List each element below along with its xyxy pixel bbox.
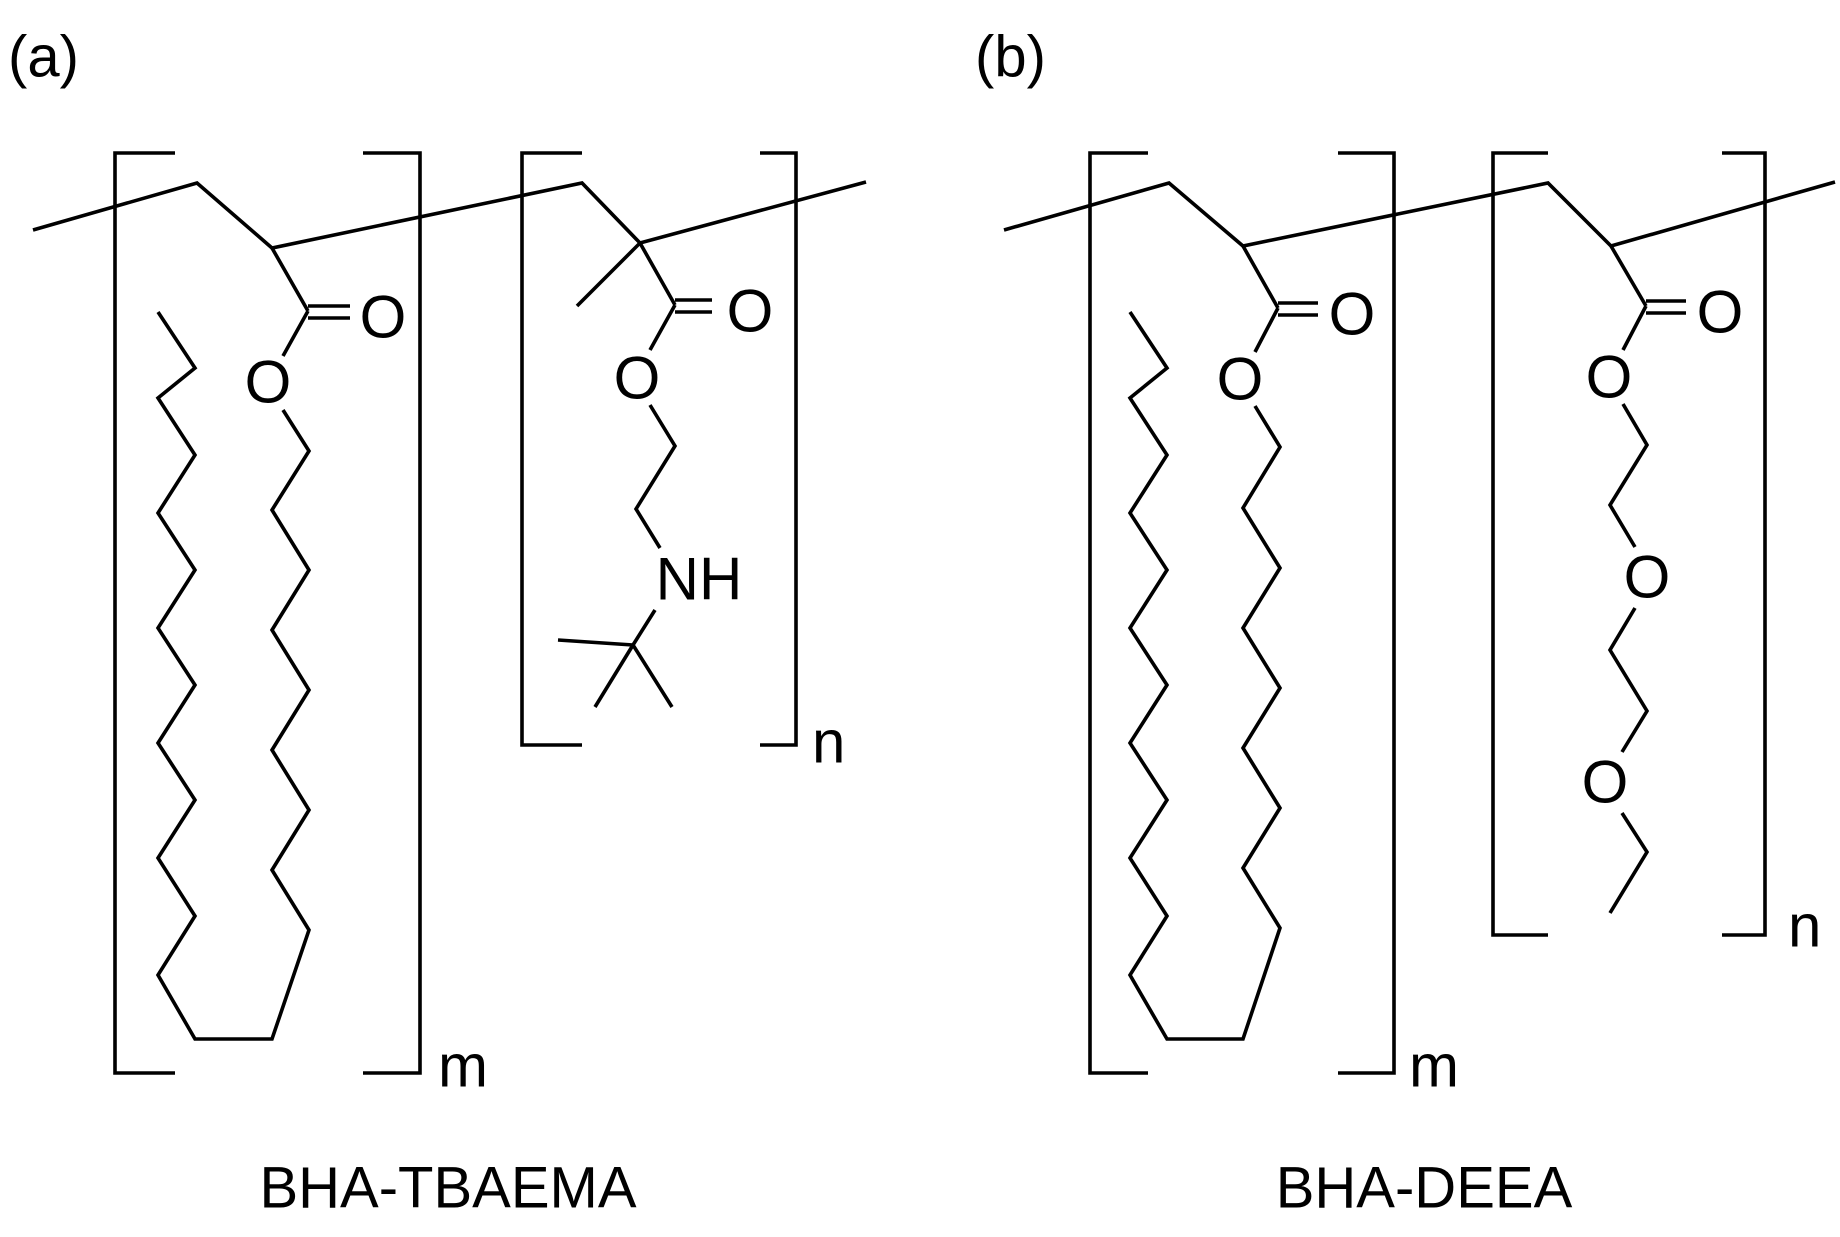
ether-o2-b: O <box>1582 749 1629 816</box>
subscript-m-b: m <box>1409 1033 1459 1100</box>
carbonyl-o-a2: O <box>727 278 774 345</box>
ester-o-a1: O <box>245 349 292 416</box>
subscript-n-b: n <box>1788 893 1821 960</box>
subscript-m-a: m <box>438 1033 488 1100</box>
ester-o-b2: O <box>1586 344 1633 411</box>
bracket-a1-right <box>363 151 422 1075</box>
carbonyl-o-b2: O <box>1697 279 1744 346</box>
ether-chain-b <box>1607 403 1650 548</box>
bracket-b1-left <box>1088 151 1148 1075</box>
panel-a-label: (a) <box>8 25 79 90</box>
panel-a: (a) m O O n O O NH BHA-TBAEMA <box>8 25 867 1221</box>
panel-b: (b) m O O n O O O O BHA-DEEA <box>975 25 1836 1221</box>
alkyl-chain-b <box>1127 311 1283 1041</box>
bracket-b2-right <box>1722 151 1767 937</box>
subscript-n-a: n <box>812 709 845 776</box>
bracket-b1-right <box>1338 151 1396 1075</box>
bracket-a1-left <box>113 151 175 1075</box>
ester-b2-bonds <box>1609 245 1686 351</box>
terminal-ethyl-b <box>1608 812 1650 914</box>
carbonyl-o-a1: O <box>360 284 407 351</box>
panel-b-label: (b) <box>975 25 1046 90</box>
ester-a1-bonds <box>270 247 350 357</box>
ester-a2-bonds <box>638 242 712 351</box>
ether-o-b: O <box>1624 544 1671 611</box>
ester-o-a2: O <box>614 345 661 412</box>
caption-a: BHA-TBAEMA <box>259 1156 636 1221</box>
tert-butyl-a <box>557 609 674 708</box>
ether-chain-b2 <box>1607 607 1650 753</box>
alkyl-chain-a <box>155 311 312 1041</box>
bracket-b2-left <box>1491 151 1548 937</box>
ester-b1-bonds <box>1241 245 1318 353</box>
backbone-b <box>1003 180 1836 249</box>
carbonyl-o-b1: O <box>1329 281 1376 348</box>
bracket-a2-left <box>520 151 582 747</box>
backbone-a <box>32 180 867 250</box>
caption-b: BHA-DEEA <box>1276 1156 1573 1221</box>
amine-nh: NH <box>656 546 743 613</box>
ethylene-a <box>633 404 678 549</box>
methyl-a <box>575 241 642 308</box>
bracket-a2-right <box>760 151 798 747</box>
ester-o-b1: O <box>1217 346 1264 413</box>
